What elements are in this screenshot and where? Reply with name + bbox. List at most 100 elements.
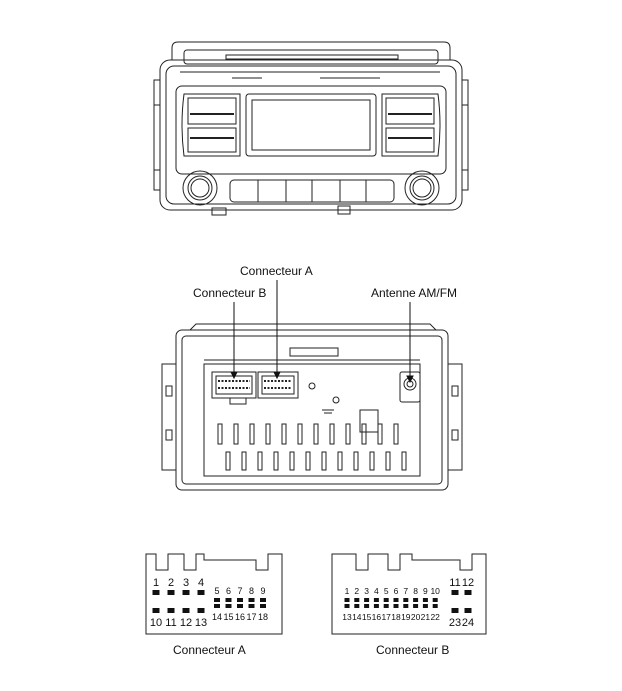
connector-b-pin bbox=[451, 590, 459, 595]
connector-b-pin-label: 2 bbox=[354, 586, 359, 596]
callout-antenna: Antenne AM/FM bbox=[371, 286, 458, 300]
vent-slots-upper bbox=[217, 423, 399, 445]
connector-b-pin-label: 3 bbox=[364, 586, 369, 596]
connector-a-pin-label: 5 bbox=[214, 586, 219, 596]
connector-b-pin bbox=[422, 604, 428, 608]
connector-a-pin-label: 12 bbox=[180, 617, 192, 629]
vent-slots-lower bbox=[225, 451, 407, 471]
callout-connector-a: Connecteur A bbox=[240, 264, 313, 278]
connector-b-pin bbox=[393, 598, 399, 602]
connector-b-pin-label: 17 bbox=[381, 612, 391, 622]
connector-a-pin bbox=[248, 598, 255, 602]
connector-b-pin-label: 9 bbox=[423, 586, 428, 596]
connector-a-pin bbox=[167, 590, 175, 595]
connector-b-pin bbox=[432, 598, 438, 602]
connector-b-pin-label: 15 bbox=[362, 612, 372, 622]
connector-a-pin-label: 18 bbox=[258, 612, 268, 622]
connector-b-pin-label: 7 bbox=[403, 586, 408, 596]
connector-a-pin bbox=[260, 604, 266, 608]
connector-b-pin-label: 6 bbox=[394, 586, 399, 596]
connector-b-pin bbox=[383, 598, 389, 602]
connector-b-pin-label: 10 bbox=[430, 586, 440, 596]
connector-b-pin-label: 19 bbox=[401, 612, 411, 622]
connector-a-pin bbox=[237, 598, 243, 602]
connector-b-pin-label: 20 bbox=[411, 612, 421, 622]
connector-a-pin-label: 2 bbox=[168, 577, 174, 589]
connector-a-face bbox=[145, 553, 283, 635]
connector-b-pin bbox=[354, 598, 360, 602]
connector-b-pin bbox=[364, 598, 370, 602]
connector-a-pin bbox=[197, 608, 205, 613]
caption-connector-b: Connecteur B bbox=[376, 643, 450, 657]
connector-a-pin bbox=[197, 590, 205, 595]
connector-b-pin bbox=[403, 604, 409, 608]
connector-b-pin bbox=[344, 598, 350, 602]
connector-a-pin bbox=[248, 604, 255, 608]
connector-a-pin bbox=[237, 604, 243, 608]
connector-b-pin-label: 4 bbox=[374, 586, 379, 596]
connector-a-pin-label: 9 bbox=[260, 586, 265, 596]
connector-b-pin-label: 11 bbox=[449, 577, 460, 589]
connector-b-pin-label: 22 bbox=[430, 612, 440, 622]
connector-b-pin-label: 8 bbox=[413, 586, 418, 596]
radio-front-view bbox=[153, 41, 469, 216]
connector-a-pin-label: 15 bbox=[223, 612, 233, 622]
connector-b-pin bbox=[373, 604, 379, 608]
connector-b-pin bbox=[413, 604, 419, 608]
connector-b-pin bbox=[383, 604, 389, 608]
connector-b-pin bbox=[422, 598, 428, 602]
connector-b-pin bbox=[344, 604, 350, 608]
connector-a-pin bbox=[182, 590, 190, 595]
connector-b-pin bbox=[373, 598, 379, 602]
connector-b-pin-label: 24 bbox=[462, 617, 474, 629]
connector-b-pin-label: 18 bbox=[391, 612, 401, 622]
connector-b-pin bbox=[393, 604, 399, 608]
connector-b-pin bbox=[464, 590, 472, 595]
connector-b-pin bbox=[464, 608, 472, 613]
connector-a-pin bbox=[214, 598, 220, 602]
connector-b-pin bbox=[451, 608, 459, 613]
connector-a-pin bbox=[260, 598, 266, 602]
leader-lines bbox=[230, 280, 414, 384]
connector-a-pin-label: 16 bbox=[235, 612, 245, 622]
connector-b-pin bbox=[413, 598, 419, 602]
connector-a-pin-label: 6 bbox=[226, 586, 231, 596]
connector-b-pin-label: 21 bbox=[421, 612, 431, 622]
connector-b-pin-label: 23 bbox=[449, 617, 461, 629]
connector-a-pin-label: 7 bbox=[237, 586, 242, 596]
connector-a-pin bbox=[214, 604, 220, 608]
connector-b-pin bbox=[364, 604, 370, 608]
connector-a-pin bbox=[152, 608, 160, 613]
connector-a-pin bbox=[225, 598, 232, 602]
connector-b-face bbox=[331, 553, 487, 635]
connector-a-pin-label: 13 bbox=[195, 617, 207, 629]
connector-a-pin bbox=[152, 590, 160, 595]
connector-a-pin-label: 1 bbox=[153, 577, 159, 589]
connector-b-pin bbox=[354, 604, 360, 608]
caption-connector-a: Connecteur A bbox=[173, 643, 246, 657]
callout-connector-b: Connecteur B bbox=[193, 286, 267, 300]
connector-a-pin-label: 11 bbox=[165, 617, 176, 629]
connector-b-pin-label: 13 bbox=[342, 612, 352, 622]
connector-b-pin-label: 5 bbox=[384, 586, 389, 596]
connector-b-pin bbox=[432, 604, 438, 608]
connector-b-pin-label: 1 bbox=[345, 586, 350, 596]
connector-a-pin bbox=[225, 604, 232, 608]
connector-a-pin-label: 3 bbox=[183, 577, 189, 589]
connector-a-pin-label: 14 bbox=[212, 612, 222, 622]
connector-a-pin-label: 10 bbox=[150, 617, 162, 629]
connector-a-pin-label: 17 bbox=[246, 612, 256, 622]
connector-a-pin bbox=[182, 608, 190, 613]
radio-rear-view bbox=[161, 280, 463, 491]
connector-b-pin bbox=[403, 598, 409, 602]
connector-b-pin-label: 14 bbox=[352, 612, 362, 622]
connector-a-pin-label: 4 bbox=[198, 577, 204, 589]
connector-a-pin-label: 8 bbox=[249, 586, 254, 596]
connector-a-pin bbox=[167, 608, 175, 613]
connector-b-pin-label: 16 bbox=[372, 612, 382, 622]
connector-b-pin-label: 12 bbox=[462, 577, 474, 589]
